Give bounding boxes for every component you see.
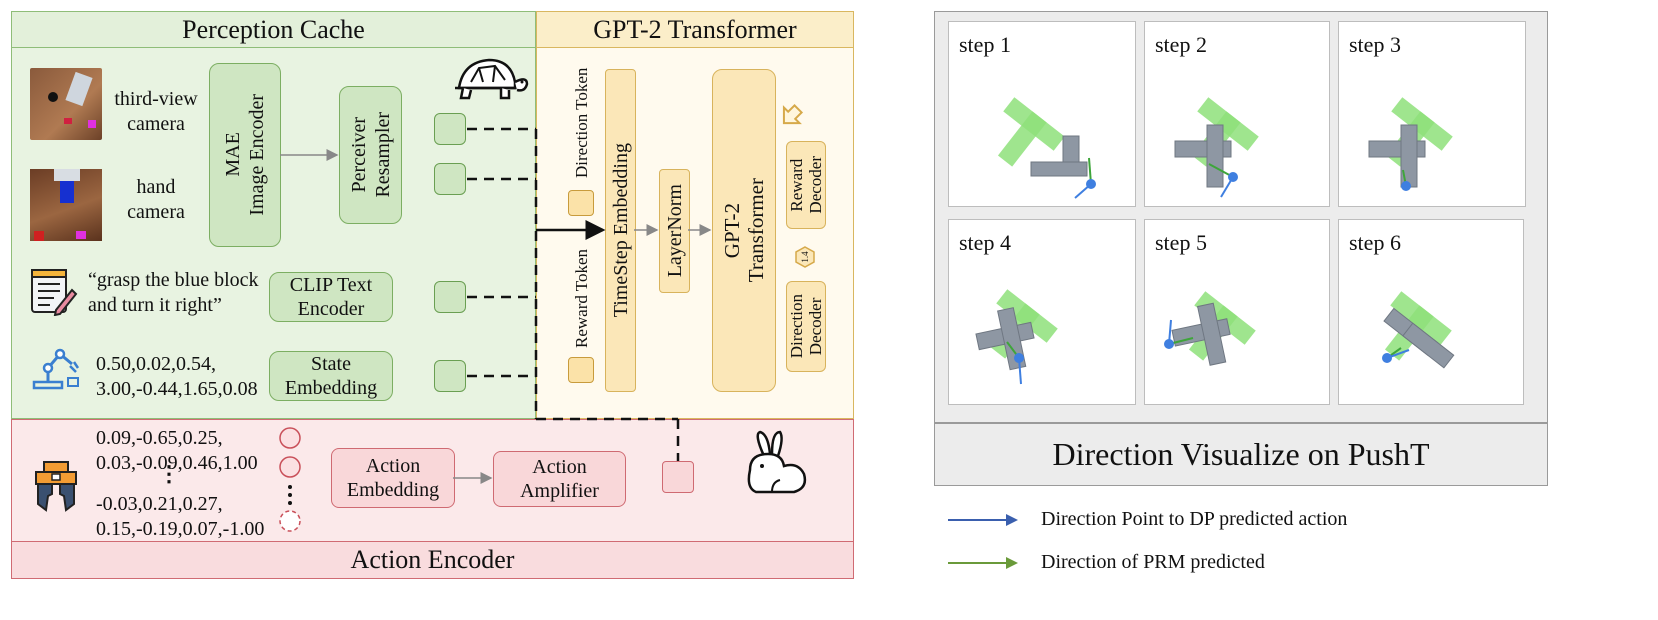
action-token (662, 461, 694, 493)
image-token-third-view (434, 113, 466, 145)
action-title-bar (11, 541, 854, 579)
step-panel-6: step 6 (1338, 219, 1524, 405)
rabbit-icon (747, 430, 807, 494)
step-label-5: step 5 (1155, 230, 1207, 255)
state-token (434, 360, 466, 392)
step-panel-4: step 4 (948, 219, 1136, 405)
perception-cache-title: Perception Cache (182, 14, 365, 44)
step-label-4: step 4 (959, 230, 1011, 255)
action-values-bottom: -0.03,0.21,0.27, 0.15,-0.19,0.07,-1.00 (96, 493, 265, 540)
step-label-6: step 6 (1349, 230, 1401, 255)
turtle-icon (455, 58, 529, 100)
hand-camera-image (30, 169, 102, 241)
clip-text-encoder: CLIP Text Encoder (269, 272, 393, 322)
perceiver-resampler: Perceiver Resampler (339, 86, 402, 224)
third-view-camera-image (30, 68, 102, 140)
action-embedding: Action Embedding (331, 448, 455, 508)
pusht-scene-4 (975, 289, 1058, 385)
diagram-connectors (280, 127, 712, 484)
hexagon-icon (795, 246, 815, 268)
reward-token (568, 357, 594, 383)
pusht-scene-6 (1382, 291, 1455, 369)
gpt2-transformer-block: GPT-2 Transformer (712, 69, 776, 392)
image-token-hand (434, 163, 466, 195)
step-panel-1: step 1 (948, 21, 1136, 207)
step-panel-3: step 3 (1338, 21, 1526, 207)
step-label-2: step 2 (1155, 32, 1207, 57)
action-encoder-title: Action Encoder (350, 545, 515, 574)
action-values-top: 0.09,-0.65,0.25, 0.03,-0.09,0.46,1.00 (96, 427, 258, 474)
gripper-icon (35, 461, 77, 512)
step-panel-2: step 2 (1144, 21, 1330, 207)
third-view-camera-label: third-view camera (114, 88, 198, 135)
pusht-scene-5 (1164, 291, 1256, 366)
action-amplifier: Action Amplifier (493, 451, 626, 507)
pusht-caption-divider (934, 422, 1548, 424)
reward-up-arrow-icon (782, 103, 804, 125)
instruction-text: “grasp the blue block and turn it right” (88, 269, 259, 316)
layernorm: LayerNorm (659, 169, 690, 293)
document-pencil-icon (31, 269, 78, 316)
state-values-text: 0.50,0.02,0.54, 3.00,-0.44,1.65,0.08 (96, 353, 258, 400)
mae-image-encoder: MAE Image Encoder (209, 63, 281, 247)
step-label-1: step 1 (959, 32, 1011, 57)
legend-arrow-dp (948, 514, 1018, 526)
perception-title-bar (11, 11, 536, 48)
direction-token (568, 190, 594, 216)
robot-arm-icon (32, 348, 80, 390)
action-token-circles (279, 427, 301, 532)
pusht-scene-3 (1368, 97, 1453, 191)
hand-camera-label: hand camera (127, 176, 185, 223)
pusht-scene-2 (1174, 97, 1259, 198)
legend-label-prm: Direction of PRM predicted (1041, 551, 1265, 573)
reward-decoder: Reward Decoder (786, 141, 826, 229)
pusht-caption: Direction Visualize on PushT (1052, 436, 1430, 472)
legend-label-dp: Direction Point to DP predicted action (1041, 508, 1348, 530)
state-embedding: State Embedding (269, 351, 393, 401)
step-panel-5: step 5 (1144, 219, 1330, 405)
gpt-title-bar (536, 11, 854, 48)
pusht-scene-1 (997, 97, 1096, 199)
text-token (434, 281, 466, 313)
step-label-3: step 3 (1349, 32, 1401, 57)
direction-decoder: Direction Decoder (786, 281, 826, 372)
legend-arrow-prm (948, 557, 1018, 569)
gpt-transformer-title: GPT-2 Transformer (593, 14, 797, 44)
